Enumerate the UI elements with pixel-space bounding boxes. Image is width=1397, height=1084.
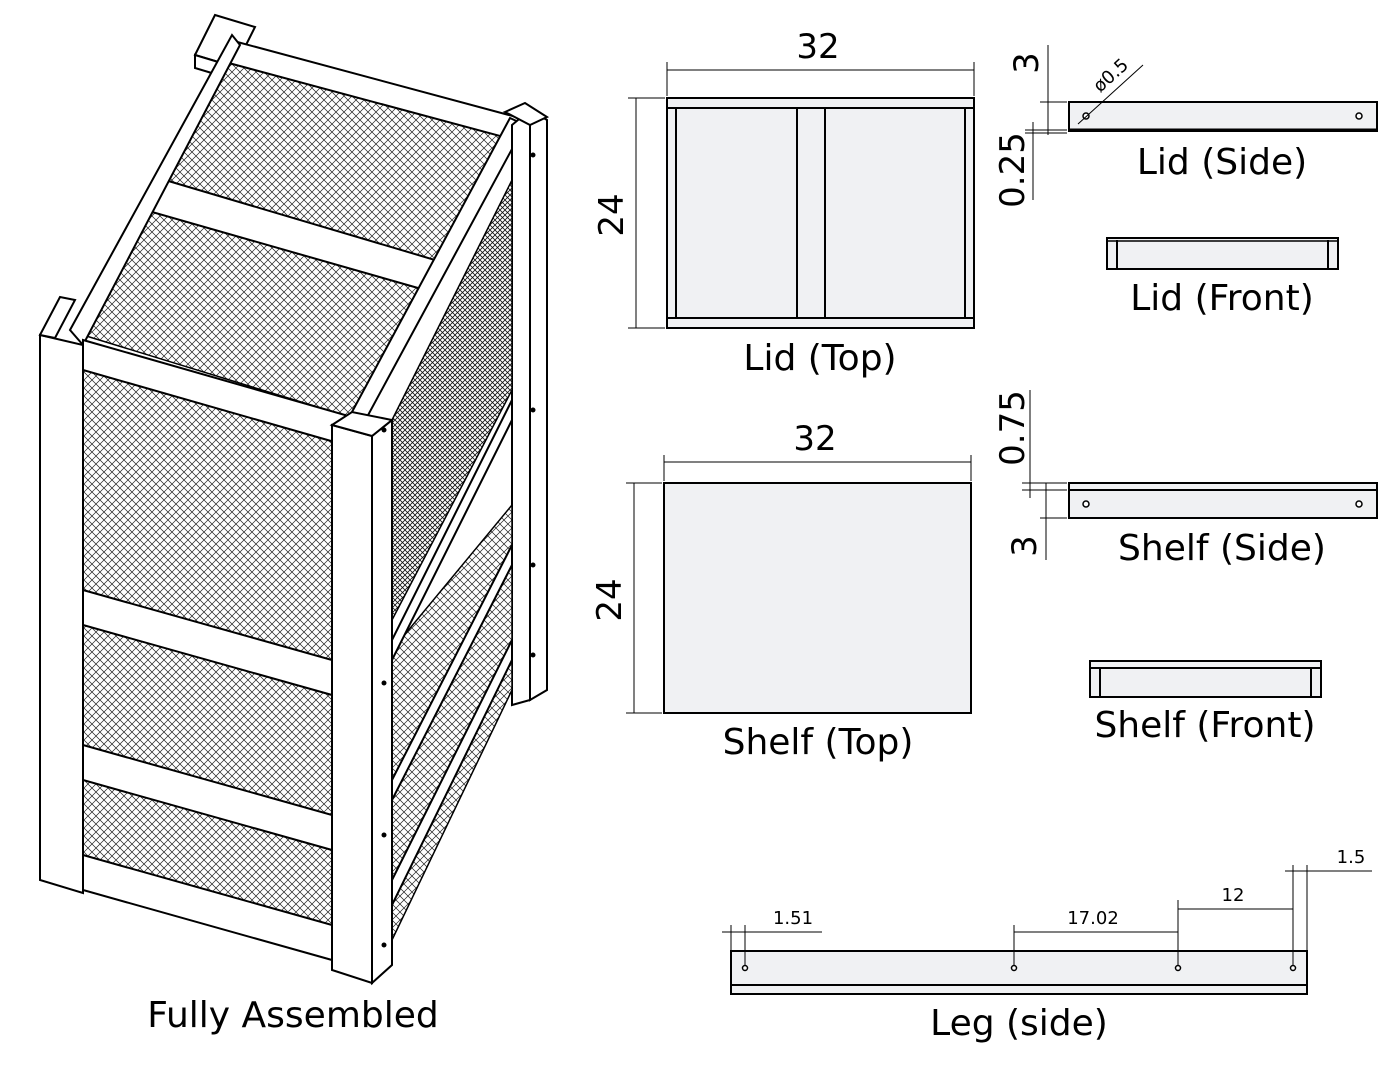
lid-side-height-dim: 3 [1007,52,1047,74]
leg-side-view [722,865,1372,995]
lid-depth-dim: 24 [592,193,632,236]
shelf-front-label: Shelf (Front) [1094,705,1315,746]
lid-top-view [628,62,975,329]
lid-front-view [1106,237,1339,270]
leg-side-label: Leg (side) [930,1003,1108,1044]
assembled-label: Fully Assembled [147,995,439,1036]
lid-width-dim: 32 [796,27,839,67]
shelf-top-view [626,455,972,714]
lid-hole-dim: ø0.5 [1089,55,1133,97]
shelf-side-view [1022,390,1378,560]
shelf-side-label: Shelf (Side) [1118,528,1326,569]
leg-offset-left-dim: 1.51 [773,908,813,929]
leg-spacing-1-dim: 17.02 [1067,908,1119,929]
lid-top-label: Lid (Top) [743,338,896,379]
assembled-view [38,13,550,986]
leg-spacing-2-dim: 12 [1222,885,1245,906]
shelf-depth-dim: 24 [590,578,630,621]
shelf-lip-dim: 0.75 [993,390,1033,466]
shelf-top-label: Shelf (Top) [723,722,914,763]
shelf-width-dim: 32 [793,419,836,459]
lid-front-label: Lid (Front) [1130,278,1314,319]
shelf-front-view [1089,660,1322,698]
shelf-side-height-dim: 3 [1005,535,1045,557]
lid-lip-dim: 0.25 [993,132,1033,208]
lid-side-label: Lid (Side) [1137,142,1307,183]
leg-offset-right-dim: 1.5 [1337,847,1366,868]
lid-side-view [1025,45,1378,200]
